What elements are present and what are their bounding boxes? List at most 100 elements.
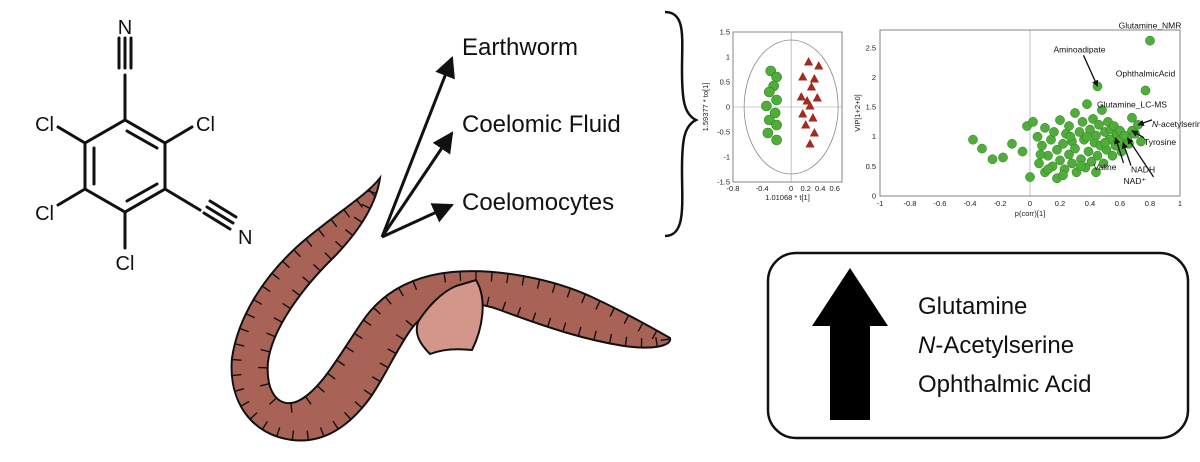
worm-segment-line: [273, 317, 283, 324]
worm-segment-line: [335, 241, 344, 249]
worm-segment-line: [304, 395, 312, 405]
worm-segment-line: [367, 190, 378, 195]
score-point-triangle: [808, 113, 818, 122]
label-pointer: [1137, 119, 1153, 126]
score-point-triangle: [809, 128, 819, 137]
worm-segment-line: [395, 334, 405, 341]
worm-segment-line: [379, 362, 389, 369]
result-glutamine: Glutamine: [918, 293, 1027, 320]
y-tick-label: 1.5: [866, 103, 876, 112]
vip-point: [1091, 167, 1101, 178]
label-rest: -acetylserine: [1158, 119, 1200, 129]
worm-segment-line: [271, 272, 280, 280]
x-tick-label: -0.4: [756, 184, 769, 193]
vip-point: [1140, 85, 1151, 96]
bond: [56, 125, 87, 145]
y-tick-label: -0.5: [717, 128, 730, 137]
label-pointer: [1121, 142, 1132, 166]
worm-segment-line: [293, 249, 301, 257]
worm-segment-line: [290, 402, 293, 413]
x-tick-label: -0.8: [904, 199, 917, 208]
y-tick-label: 2: [872, 73, 876, 82]
x-tick-label: 0.8: [1145, 199, 1155, 208]
worm-segment-line: [302, 276, 311, 284]
worm-segment-line: [326, 372, 336, 380]
worm-segment-line: [345, 229, 354, 237]
worm-segment-line: [306, 430, 310, 441]
worm-segment-lines: [231, 188, 671, 441]
vip-point: [1070, 143, 1080, 154]
bond: [163, 125, 194, 145]
worm-segment-line: [516, 307, 522, 318]
x-tick-label: 0.4: [815, 184, 825, 193]
result-n-acetylserine-rest: -Acetylserine: [935, 332, 1074, 359]
worm-segment-line: [486, 296, 490, 307]
bond: [56, 187, 87, 207]
worm-segment-line: [291, 289, 301, 297]
worm-segment-line: [245, 312, 255, 319]
grouping-brace: [664, 10, 699, 238]
worm-segment-line: [581, 293, 587, 304]
x-axis-label: 1.01068 * t[1]: [765, 193, 810, 202]
vip-point: [1082, 131, 1092, 142]
y-tick-label: -1: [723, 153, 730, 162]
y-axis-label: 1.59377 * to[1]: [701, 83, 710, 132]
vip-point: [1077, 117, 1088, 127]
worm-segment-line: [231, 358, 242, 361]
worm-segment-line: [320, 427, 325, 438]
worm-segment-line: [660, 338, 671, 342]
y-tick-label: 1: [872, 132, 876, 141]
x-tick-label: 0.6: [830, 184, 840, 193]
x-tick-label: 0: [789, 184, 793, 193]
vip-point: [1028, 117, 1038, 127]
vip-point: [1074, 127, 1085, 137]
result-n-acetylserine: N-Acetylserine: [918, 332, 1074, 359]
vip-point: [1100, 137, 1110, 148]
score-point-circle: [762, 127, 774, 139]
score-point-circle: [764, 114, 775, 126]
worm-segment-line: [384, 295, 392, 305]
y-tick-label: 0.5: [720, 78, 730, 87]
worm-segment-line: [551, 282, 556, 293]
vip-point: [1092, 150, 1103, 161]
target-coelomic-fluid: Coelomic Fluid: [462, 111, 621, 138]
y-axis-label: VIP[1+2+0]: [853, 94, 862, 132]
worm-segment-line: [595, 300, 601, 310]
worm-segment-line: [371, 376, 382, 383]
worm-segment-line: [546, 317, 552, 328]
x-tick-label: -0.6: [934, 199, 947, 208]
metabolite-label: Valine: [1094, 162, 1117, 172]
worm-segment-line: [261, 285, 271, 292]
worm-segment-line: [259, 383, 270, 387]
vip-point: [1064, 149, 1074, 160]
worm-segment-line: [343, 208, 350, 218]
vip-point: [1017, 146, 1028, 157]
worm-segment-line: [354, 401, 363, 409]
vip-point: [1043, 164, 1053, 175]
worm-segment-line: [353, 216, 363, 224]
worm-segment-line: [655, 337, 659, 348]
x-tick-label: -0.4: [964, 199, 977, 208]
worm-segment-line: [317, 228, 325, 237]
vip-point: [977, 143, 987, 154]
worm-segment-line: [536, 278, 541, 289]
worm-segment-line: [387, 348, 397, 355]
vip-point: [1136, 136, 1146, 147]
vip-point: [1070, 108, 1080, 118]
vip-point: [1040, 122, 1050, 133]
vip-point: [1032, 131, 1043, 142]
chlorothalonil-structure: [56, 36, 238, 250]
vip-point: [1049, 127, 1059, 137]
worm-segment-line: [234, 343, 245, 347]
worm-segment-line: [266, 332, 276, 338]
y-tick-label: 1: [726, 53, 730, 62]
worm-segment-line: [624, 336, 628, 347]
vip-point: [1064, 121, 1074, 131]
worm-segment-line: [501, 301, 507, 312]
worm-segment-line: [252, 298, 263, 305]
atom-n-right: N: [238, 227, 252, 249]
result-panel: Glutamine N-Acetylserine Ophthalmic Acid: [766, 251, 1190, 440]
worm-segment-line: [330, 218, 338, 228]
triple-bond: [202, 211, 232, 231]
